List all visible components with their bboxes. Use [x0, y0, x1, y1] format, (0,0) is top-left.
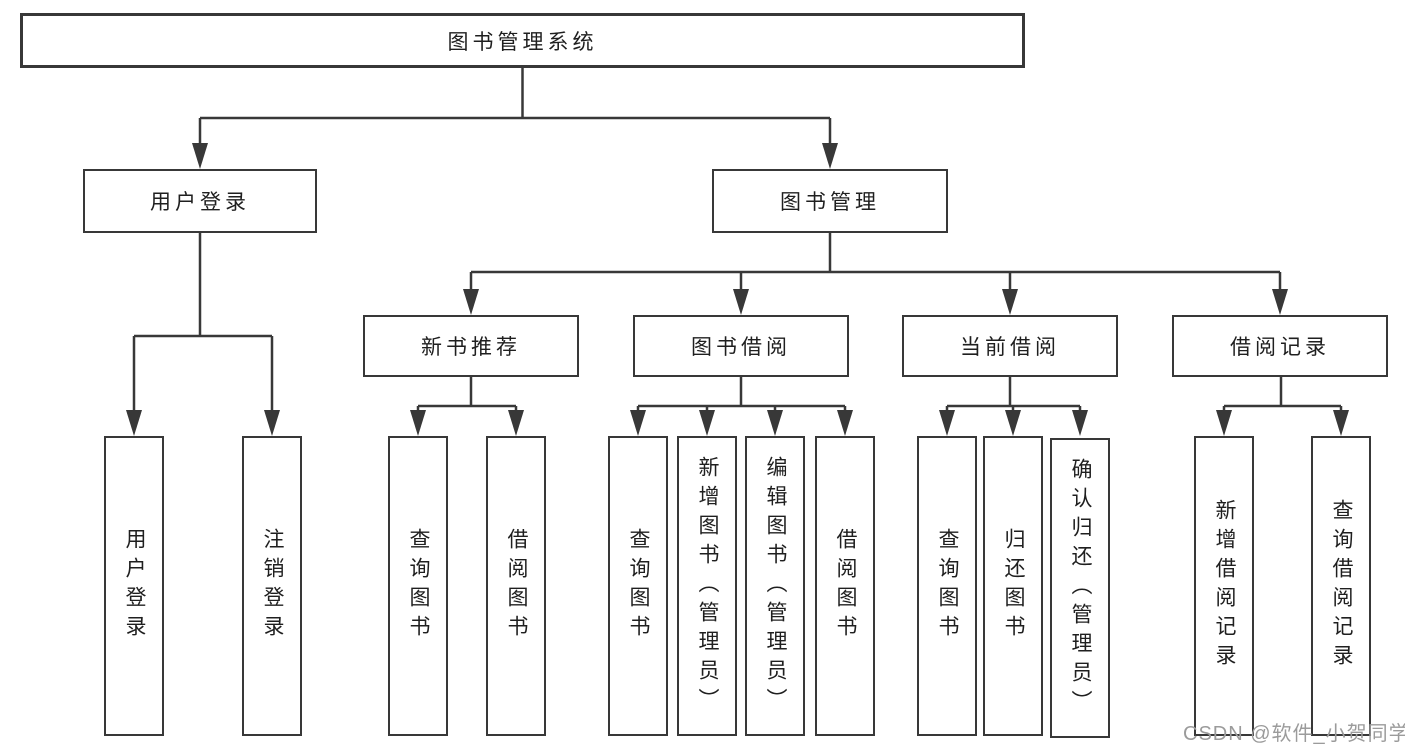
- node-user-login: 用户登录: [83, 169, 317, 233]
- node-query-books-recommend: 查询图书: [388, 436, 448, 736]
- arrowhead: [463, 289, 479, 315]
- node-library-management-system: 图书管理系统: [20, 13, 1025, 68]
- node-user-login-action: 用户登录: [104, 436, 164, 736]
- node-logout-action: 注销登录: [242, 436, 302, 736]
- node-query-books-current: 查询图书: [917, 436, 977, 736]
- arrowhead: [837, 410, 853, 436]
- arrowhead: [126, 410, 142, 436]
- arrowhead: [699, 410, 715, 436]
- node-book-borrow: 图书借阅: [633, 315, 849, 377]
- node-add-books-admin: 新增图书（管理员）: [677, 436, 737, 736]
- node-return-books: 归还图书: [983, 436, 1043, 736]
- edge-group-book-management: [463, 233, 1288, 315]
- node-new-book-recommend: 新书推荐: [363, 315, 579, 377]
- arrowhead: [508, 410, 524, 436]
- arrowhead: [264, 410, 280, 436]
- arrowhead: [1272, 289, 1288, 315]
- node-query-books-borrow: 查询图书: [608, 436, 668, 736]
- arrowhead: [1002, 289, 1018, 315]
- arrowhead: [1216, 410, 1232, 436]
- node-query-borrow-record: 查询借阅记录: [1311, 436, 1371, 736]
- edge-group-root: [192, 68, 838, 169]
- arrowhead: [1072, 410, 1088, 436]
- arrowhead: [767, 410, 783, 436]
- node-current-borrow: 当前借阅: [902, 315, 1118, 377]
- node-add-borrow-record: 新增借阅记录: [1194, 436, 1254, 736]
- arrowhead: [1333, 410, 1349, 436]
- edge-group-new-book-recommend: [410, 377, 524, 436]
- node-confirm-return-admin: 确认归还（管理员）: [1050, 438, 1110, 738]
- node-borrow-records: 借阅记录: [1172, 315, 1388, 377]
- arrowhead: [630, 410, 646, 436]
- node-borrow-books: 借阅图书: [815, 436, 875, 736]
- arrowhead: [192, 143, 208, 169]
- node-edit-books-admin: 编辑图书（管理员）: [745, 436, 805, 736]
- arrowhead: [939, 410, 955, 436]
- edge-group-current-borrow: [939, 377, 1088, 436]
- arrowhead: [822, 143, 838, 169]
- edge-group-borrow-records: [1216, 377, 1349, 436]
- arrowhead: [733, 289, 749, 315]
- node-book-management: 图书管理: [712, 169, 948, 233]
- edge-group-book-borrow: [630, 377, 853, 436]
- arrowhead: [1005, 410, 1021, 436]
- node-borrow-books-recommend: 借阅图书: [486, 436, 546, 736]
- arrowhead: [410, 410, 426, 436]
- csdn-watermark: CSDN @软件_小贺同学: [1183, 723, 1405, 745]
- edge-group-user-login: [126, 233, 280, 436]
